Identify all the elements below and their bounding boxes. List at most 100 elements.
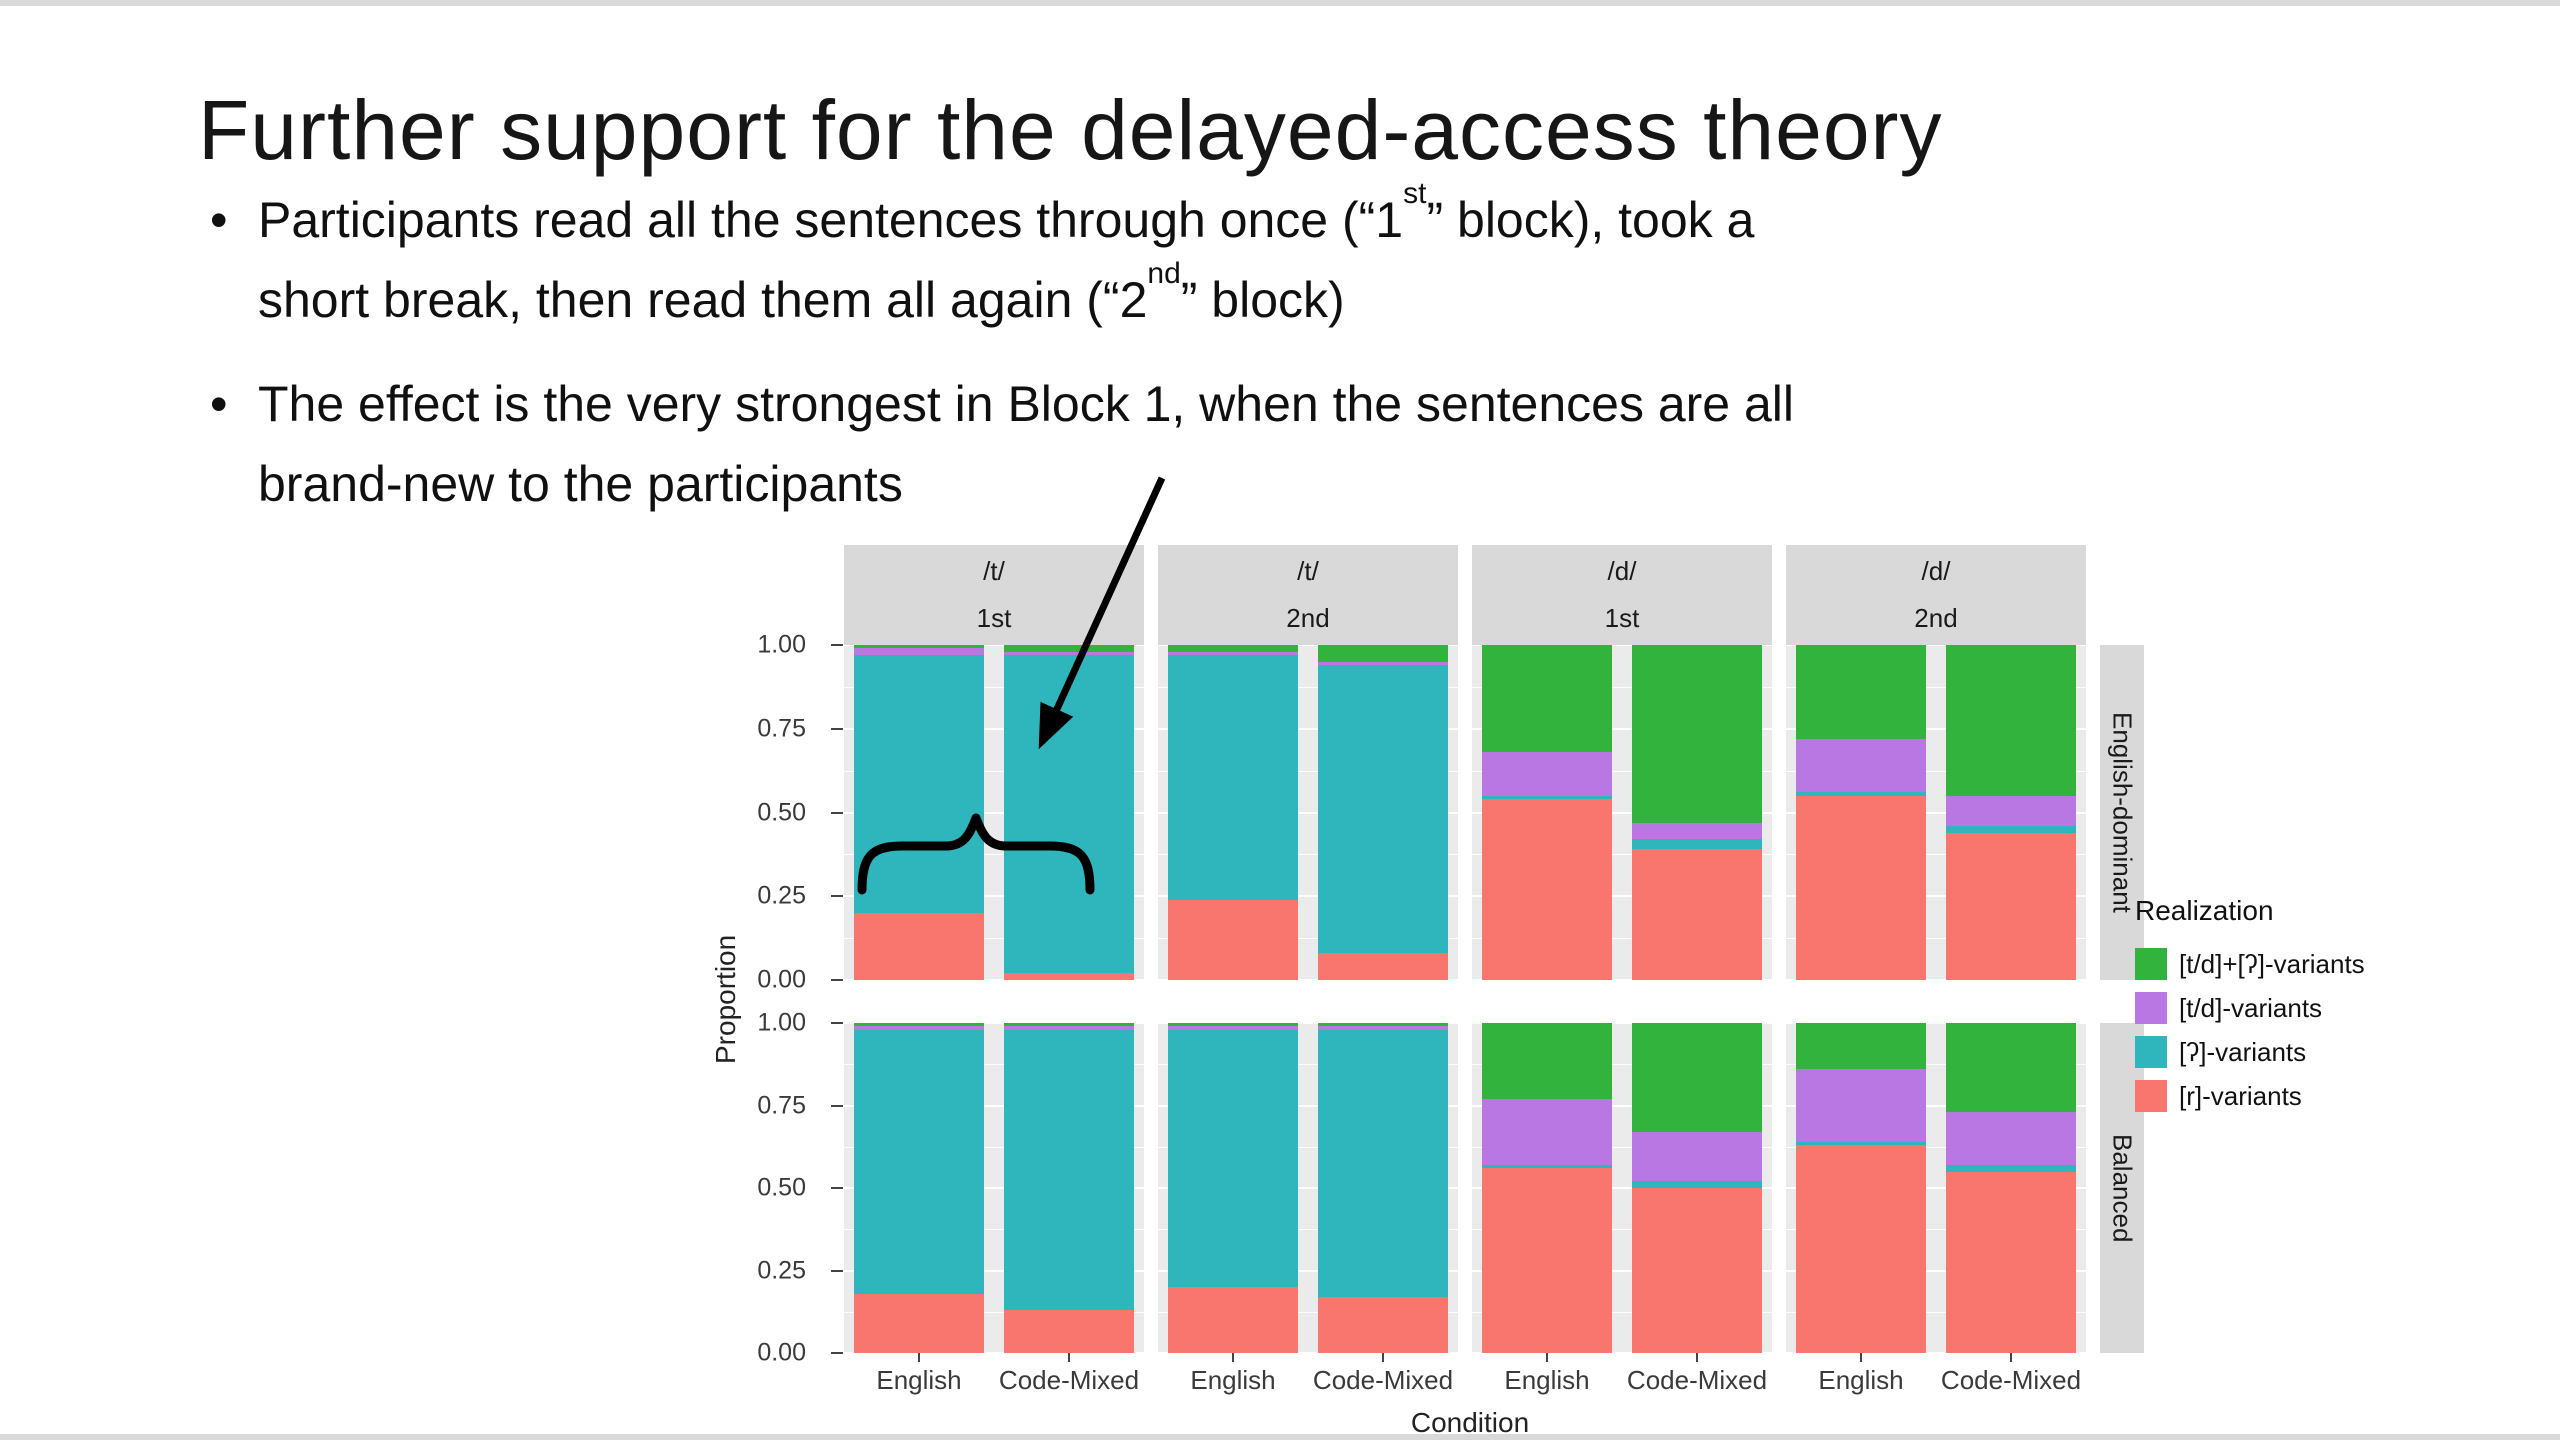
y-tick-mark (831, 1187, 843, 1189)
bar-segment-2 (1796, 1141, 1926, 1146)
major-gridline (1786, 1104, 2086, 1107)
y-tick-mark (831, 895, 843, 898)
legend-label: [ʔ]-variants (2179, 1036, 2307, 1067)
minor-gridline (1472, 1064, 1772, 1066)
minor-gridline (1472, 1146, 1772, 1148)
facet-panel (844, 645, 1144, 980)
bar-segment-4 (1482, 645, 1612, 753)
bar-segment-3 (1004, 1026, 1134, 1030)
x-category-label: Code-Mixed (998, 1365, 1140, 1395)
facet-phoneme-label: /t/ (983, 556, 1005, 586)
y-tick-label: 0.25 (757, 1256, 806, 1284)
bullet-1-segment: ” block) (1180, 272, 1345, 328)
bar-segment-4 (1004, 1023, 1134, 1027)
major-gridline (844, 1187, 1144, 1189)
major-gridline (1158, 727, 1458, 730)
facet-panel (1158, 1023, 1458, 1353)
bar-segment-2 (1632, 839, 1762, 850)
bar-segment-3 (854, 648, 984, 656)
minor-gridline (1472, 1229, 1772, 1231)
bar-segment-3 (1796, 738, 1926, 793)
y-tick-label: 0.75 (757, 714, 806, 743)
bar-segment-1 (1796, 1145, 1926, 1353)
major-gridline (1472, 1187, 1772, 1189)
bar-segment-1 (1946, 1171, 2076, 1353)
minor-gridline (1786, 1146, 2086, 1148)
major-gridline (1158, 1352, 1458, 1353)
bar-segment-2 (1004, 655, 1134, 974)
x-tick-mark (1068, 1353, 1070, 1362)
bullet-2-line-2: brand-new to the participants (258, 456, 903, 512)
y-tick-label: 1.00 (757, 630, 806, 659)
ordinal-superscript: st (1403, 176, 1427, 210)
major-gridline (1472, 895, 1772, 898)
bar-segment-2 (1946, 1164, 2076, 1172)
y-tick-mark (831, 1022, 843, 1024)
bar-segment-2 (854, 1029, 984, 1294)
major-gridline (1472, 1023, 1772, 1024)
bar-segment-2 (1632, 1181, 1762, 1188)
y-tick-mark (831, 727, 843, 730)
bar-segment-3 (1946, 1112, 2076, 1165)
bar-segment-1 (1004, 973, 1134, 980)
minor-gridline (844, 686, 1144, 688)
stacked-bar (1796, 645, 1926, 980)
major-gridline (844, 1352, 1144, 1353)
major-gridline (1786, 811, 2086, 814)
major-gridline (1158, 1023, 1458, 1024)
y-tick-mark (831, 811, 843, 814)
stacked-bar (1318, 645, 1448, 980)
minor-gridline (1158, 770, 1458, 772)
bar-segment-1 (1482, 1168, 1612, 1353)
facet-row-strip: English-dominant (2100, 645, 2144, 980)
bar-segment-1 (854, 1293, 984, 1353)
minor-gridline (1786, 1064, 2086, 1066)
major-gridline (1472, 1352, 1772, 1353)
facet-col-strip: /d/2nd (1786, 545, 2086, 645)
stacked-bar (854, 1023, 984, 1353)
bar-segment-3 (1318, 1026, 1448, 1030)
minor-gridline (1158, 1064, 1458, 1066)
bar-segment-4 (1168, 1023, 1298, 1027)
bar-segment-4 (1168, 645, 1298, 652)
major-gridline (1158, 979, 1458, 980)
bullet-marker: • (210, 376, 228, 432)
bullet-1-segment: Participants read all the sentences thro… (258, 192, 1404, 248)
facet-panel (1786, 645, 2086, 980)
major-gridline (844, 1269, 1144, 1272)
bullet-2-line-1: The effect is the very strongest in Bloc… (258, 376, 1795, 432)
bar-segment-2 (1482, 795, 1612, 800)
bar-segment-1 (854, 913, 984, 980)
y-tick-mark (831, 1104, 843, 1107)
facet-col-strip: /d/1st (1472, 545, 1772, 645)
major-gridline (844, 645, 1144, 646)
bar-segment-3 (1168, 1026, 1298, 1030)
minor-gridline (1158, 938, 1458, 940)
bar-segment-1 (1318, 1296, 1448, 1353)
minor-gridline (1472, 770, 1772, 772)
facet-block-label: 1st (976, 603, 1012, 633)
minor-gridline (1472, 854, 1772, 856)
x-tick-mark (1696, 1353, 1698, 1362)
minor-gridline (1472, 938, 1772, 940)
slide-top-edge (0, 0, 2560, 6)
x-tick-mark (1382, 1353, 1384, 1362)
minor-gridline (1472, 1311, 1772, 1313)
y-tick-label: 0.25 (757, 881, 806, 910)
bar-segment-4 (1318, 1023, 1448, 1027)
bar-segment-4 (854, 645, 984, 649)
major-gridline (1472, 645, 1772, 646)
y-tick-mark (831, 1352, 843, 1354)
bar-segment-3 (1318, 661, 1448, 666)
x-tick-mark (918, 1353, 920, 1362)
y-tick-label: 1.00 (757, 1008, 806, 1037)
bullet-1-line-2: short break, then read them all again (“… (258, 258, 2410, 340)
bar-segment-2 (1004, 1029, 1134, 1311)
facet-panel (1472, 645, 1772, 980)
stacked-bar (1632, 645, 1762, 980)
